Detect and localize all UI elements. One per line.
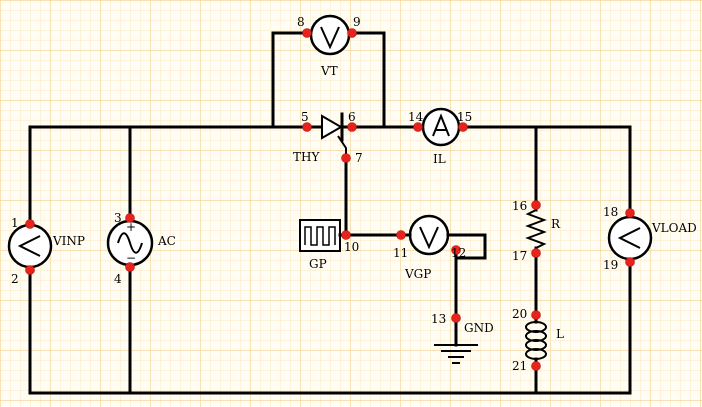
square-wave-icon xyxy=(304,226,336,246)
node-dot-3[interactable] xyxy=(125,213,135,223)
node-dots xyxy=(25,28,635,371)
label-vinp: VINP xyxy=(52,234,85,248)
node-label: 13 xyxy=(431,312,446,326)
node-dot-4[interactable] xyxy=(125,262,135,272)
node-label: 20 xyxy=(512,307,527,321)
node-dot-5[interactable] xyxy=(302,122,312,132)
component-labels: VT THY IL VINP AC GP VGP GND R L VLOAD xyxy=(52,64,697,341)
node-label: 14 xyxy=(408,110,424,124)
wires xyxy=(28,31,632,395)
ac-source[interactable]: + − xyxy=(106,219,154,267)
wire-top-left xyxy=(28,125,309,225)
node-label: 16 xyxy=(512,199,527,213)
label-gnd: GND xyxy=(464,321,494,335)
label-l: L xyxy=(556,327,564,341)
ac-minus-icon: − xyxy=(126,251,136,265)
wire-vgp-loop xyxy=(454,233,487,260)
node-dot-13[interactable] xyxy=(451,313,461,323)
node-dot-1[interactable] xyxy=(25,219,35,229)
inductor-l[interactable] xyxy=(525,313,547,368)
node-label: 18 xyxy=(603,205,618,219)
vload-voltmeter[interactable] xyxy=(607,215,653,261)
gp-pulse-generator[interactable] xyxy=(299,219,348,252)
node-dot-14[interactable] xyxy=(413,122,423,132)
node-dot-21[interactable] xyxy=(531,361,541,371)
label-vt: VT xyxy=(320,64,338,78)
label-thy: THY xyxy=(293,150,320,164)
ammeter-a-icon xyxy=(432,113,450,137)
node-dot-17[interactable] xyxy=(531,248,541,258)
node-label: 3 xyxy=(114,211,122,225)
label-ac: AC xyxy=(157,234,176,248)
node-label: 7 xyxy=(355,151,363,165)
node-dot-2[interactable] xyxy=(25,265,35,275)
node-label: 11 xyxy=(393,246,408,260)
ac-plus-icon: + xyxy=(126,220,136,234)
node-label: 12 xyxy=(451,246,466,260)
label-r: R xyxy=(551,217,561,231)
resistor-zigzag-icon xyxy=(525,209,547,249)
node-dot-7[interactable] xyxy=(341,153,351,163)
node-label: 4 xyxy=(114,272,122,286)
node-label: 21 xyxy=(512,359,527,373)
node-dot-9[interactable] xyxy=(347,28,357,38)
thyristor-triangle-icon xyxy=(321,114,343,140)
node-dot-20[interactable] xyxy=(531,310,541,320)
voltmeter-v-icon xyxy=(17,235,41,257)
node-label: 5 xyxy=(301,110,309,124)
label-gp: GP xyxy=(309,257,327,271)
node-dot-8[interactable] xyxy=(302,28,312,38)
node-label: 8 xyxy=(297,15,305,29)
node-dot-6[interactable] xyxy=(347,122,357,132)
node-dot-15[interactable] xyxy=(458,122,468,132)
label-il: IL xyxy=(433,152,446,166)
node-label: 17 xyxy=(512,249,527,263)
voltmeter-v-icon xyxy=(617,227,641,249)
vinp-voltmeter[interactable] xyxy=(7,223,53,269)
node-dot-16[interactable] xyxy=(531,200,541,210)
node-number-labels: 1 2 3 4 5 6 7 8 9 10 11 12 13 14 15 16 1… xyxy=(11,15,618,373)
node-label: 15 xyxy=(457,110,472,124)
node-dot-18[interactable] xyxy=(625,208,635,218)
label-vload: VLOAD xyxy=(651,221,697,235)
node-label: 1 xyxy=(11,216,19,230)
node-label: 10 xyxy=(344,240,359,254)
node-dot-19[interactable] xyxy=(625,257,635,267)
sine-wave-icon xyxy=(117,232,143,254)
label-vgp: VGP xyxy=(404,267,431,281)
vgp-voltmeter[interactable] xyxy=(399,214,458,256)
node-label: 2 xyxy=(11,272,19,286)
il-ammeter[interactable] xyxy=(421,107,461,147)
node-label: 9 xyxy=(353,15,361,29)
node-label: 6 xyxy=(348,110,356,124)
voltmeter-v-icon xyxy=(320,26,340,50)
node-dot-10[interactable] xyxy=(341,230,351,240)
wire-top-right xyxy=(461,125,632,215)
node-label: 19 xyxy=(603,258,618,272)
wire-vt-right xyxy=(350,31,386,129)
node-dot-12[interactable] xyxy=(451,245,461,255)
wire-vt-left xyxy=(271,31,309,129)
node-dot-11[interactable] xyxy=(396,230,406,240)
voltmeter-v-icon xyxy=(419,226,439,250)
